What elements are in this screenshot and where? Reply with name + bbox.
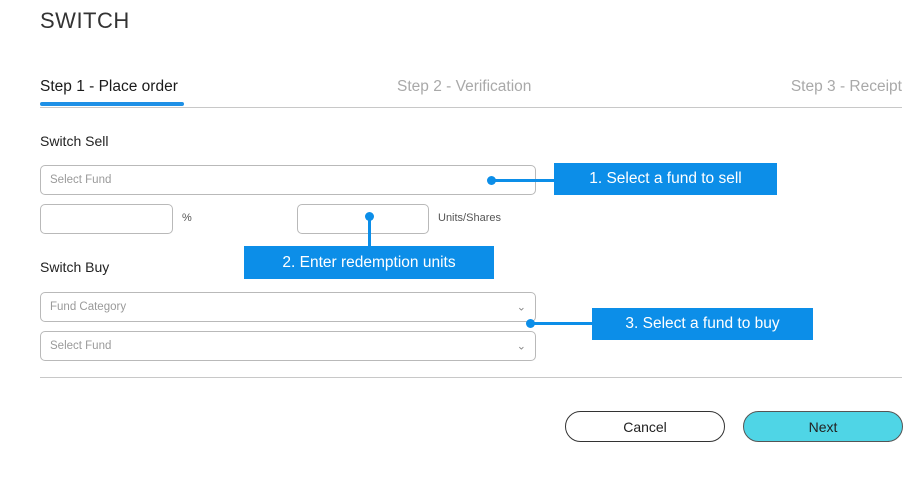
fund-category-select[interactable]: Fund Category ⌄ [40, 292, 536, 322]
chevron-down-icon: ⌄ [516, 301, 526, 314]
callout-units-connector [368, 216, 371, 246]
percent-input[interactable] [40, 204, 173, 234]
callout-buy-connector [530, 322, 592, 325]
form-divider [40, 377, 902, 378]
step-receipt: Step 3 - Receipt [790, 78, 902, 95]
callout-sell-connector [491, 179, 554, 182]
units-unit-label: Units/Shares [438, 212, 501, 224]
percent-unit-label: % [182, 212, 192, 224]
sell-fund-placeholder: Select Fund [50, 174, 112, 186]
callout-units: 2. Enter redemption units [244, 246, 494, 279]
page-title: SWITCH [40, 8, 130, 33]
next-button[interactable]: Next [743, 411, 903, 442]
callout-buy: 3. Select a fund to buy [592, 308, 813, 340]
chevron-down-icon: ⌄ [516, 340, 526, 353]
sell-fund-select[interactable]: Select Fund [40, 165, 536, 195]
buy-fund-select[interactable]: Select Fund ⌄ [40, 331, 536, 361]
callout-sell: 1. Select a fund to sell [554, 163, 777, 195]
switch-sell-heading: Switch Sell [40, 133, 109, 149]
step-tabs: Step 1 - Place order Step 2 - Verificati… [40, 74, 902, 108]
buy-fund-placeholder: Select Fund [50, 340, 112, 352]
cancel-button[interactable]: Cancel [565, 411, 725, 442]
switch-buy-heading: Switch Buy [40, 259, 110, 275]
active-step-indicator [40, 102, 184, 106]
step-place-order: Step 1 - Place order [40, 78, 178, 95]
fund-category-placeholder: Fund Category [50, 301, 127, 313]
units-input[interactable] [297, 204, 429, 234]
step-verification: Step 2 - Verification [397, 78, 532, 95]
